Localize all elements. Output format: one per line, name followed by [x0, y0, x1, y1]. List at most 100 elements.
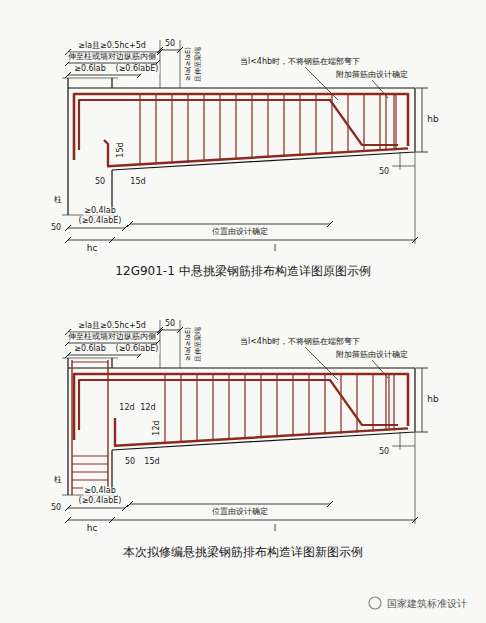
dimension-label: ≥la(≥laE) — [185, 326, 193, 362]
stirrup — [180, 373, 181, 443]
dimension-line — [68, 343, 157, 344]
stirrup — [260, 373, 261, 438]
dimension-line — [130, 504, 330, 505]
stirrup — [171, 93, 172, 163]
dimension-label: (≥0.6labE) — [115, 345, 160, 354]
dimension-line — [422, 88, 423, 152]
dimension-line — [68, 75, 140, 76]
dimension-label: 15d — [117, 141, 126, 158]
stirrup — [379, 93, 380, 151]
stirrup — [340, 373, 341, 433]
column-tie — [72, 361, 108, 362]
stirrup — [164, 373, 165, 444]
extension-line — [400, 432, 401, 450]
dimension-label: hc — [86, 524, 99, 534]
stirrup — [395, 93, 396, 150]
top-rebar — [74, 94, 408, 160]
dimension-label: ≥la(≥laE) — [185, 46, 193, 82]
dimension-label: (≥0.4labE) — [78, 217, 123, 226]
dimension-label: 50 — [124, 458, 136, 467]
dimension-label: ≥0.4lab — [83, 487, 117, 496]
dimension-label: 位置由设计确定 — [211, 508, 269, 517]
column-edge — [67, 78, 68, 215]
dimension-label: 伸至柱或墙对边纵筋内侧 — [67, 333, 157, 342]
column-edge — [111, 358, 112, 368]
bottom-rebar — [104, 140, 408, 166]
dimension-label: hc — [86, 244, 99, 254]
figure-caption: 12G901-1 中悬挑梁钢筋排布构造详图原图示例 — [114, 265, 371, 278]
dimension-tick — [416, 432, 428, 433]
dimension-label: 12d — [153, 419, 162, 436]
dimension-line — [68, 520, 415, 521]
stirrup — [324, 373, 325, 434]
bottom-rebar — [115, 418, 408, 446]
dimension-tick — [65, 517, 71, 523]
break-line — [62, 358, 118, 359]
dimension-line — [68, 240, 415, 241]
dimension-label: 12d — [118, 404, 135, 413]
dimension-line — [160, 50, 180, 51]
dimension-tick — [65, 225, 71, 231]
dimension-tick — [416, 88, 428, 89]
beam-outline — [68, 368, 415, 450]
stirrup — [203, 93, 204, 162]
dimension-label: (≥0.4labE) — [78, 497, 123, 506]
column-tie — [72, 479, 108, 480]
bent-down-rebar — [79, 380, 398, 430]
dimension-label: 50 — [378, 448, 390, 457]
stirrup — [356, 373, 357, 432]
dimension-label: 伸至柱或墙对边纵筋内侧 — [67, 53, 157, 62]
dimension-tick — [65, 72, 71, 78]
additional-stirrup — [393, 373, 394, 430]
stirrup — [315, 93, 316, 155]
extension-line — [160, 320, 161, 368]
dimension-label: 50 — [164, 40, 176, 49]
dimension-label: 柱 — [53, 476, 63, 485]
dimension-tick — [109, 517, 115, 523]
dimension-tick — [416, 152, 428, 153]
stirrup — [244, 373, 245, 439]
column-edge — [111, 78, 112, 88]
cantilever-beam-figure — [62, 320, 428, 524]
stirrup — [299, 93, 300, 156]
dimension-label: l — [273, 244, 278, 254]
stirrup — [308, 373, 309, 435]
dimension-label: 且伸至梁端 — [195, 326, 203, 363]
dimension-label: hb — [426, 115, 439, 125]
dimension-tick — [327, 221, 333, 227]
bent-down-rebar — [79, 100, 398, 150]
dimension-line — [68, 508, 125, 509]
dimension-label: 50 — [94, 178, 106, 187]
dimension-label: 50 — [50, 504, 62, 513]
dimension-label: ≥la且≥0.5hc+5d — [77, 322, 147, 331]
break-line — [62, 78, 118, 79]
column-rebar — [71, 360, 72, 495]
dimension-line — [130, 224, 330, 225]
dimension-tick — [65, 237, 71, 243]
beam-outline — [68, 88, 415, 170]
column-tie — [72, 455, 108, 456]
extension-line — [400, 152, 401, 170]
stirrup — [251, 93, 252, 159]
stirrup — [388, 373, 389, 431]
dimension-label: 附加箍筋由设计确定 — [335, 351, 409, 360]
dimension-tick — [122, 225, 128, 231]
watermark: 国家建筑标准设计 — [386, 598, 468, 609]
stirrup — [283, 93, 284, 157]
column-edge — [67, 358, 68, 495]
dimension-label: 当l<4hb时，不将钢筋在端部弯下 — [239, 338, 361, 347]
stirrup — [187, 93, 188, 162]
dimension-label: 15d — [129, 178, 146, 187]
column-tie — [72, 471, 108, 472]
dimension-label: 柱 — [53, 196, 63, 205]
column-tie — [72, 463, 108, 464]
dimension-label: 位置由设计确定 — [211, 228, 269, 237]
dimension-tick — [127, 501, 133, 507]
dimension-line — [68, 63, 157, 64]
extension-line — [180, 40, 181, 88]
dimension-line — [68, 228, 125, 229]
dimension-label: 50 — [50, 224, 62, 233]
additional-stirrup — [393, 93, 394, 150]
